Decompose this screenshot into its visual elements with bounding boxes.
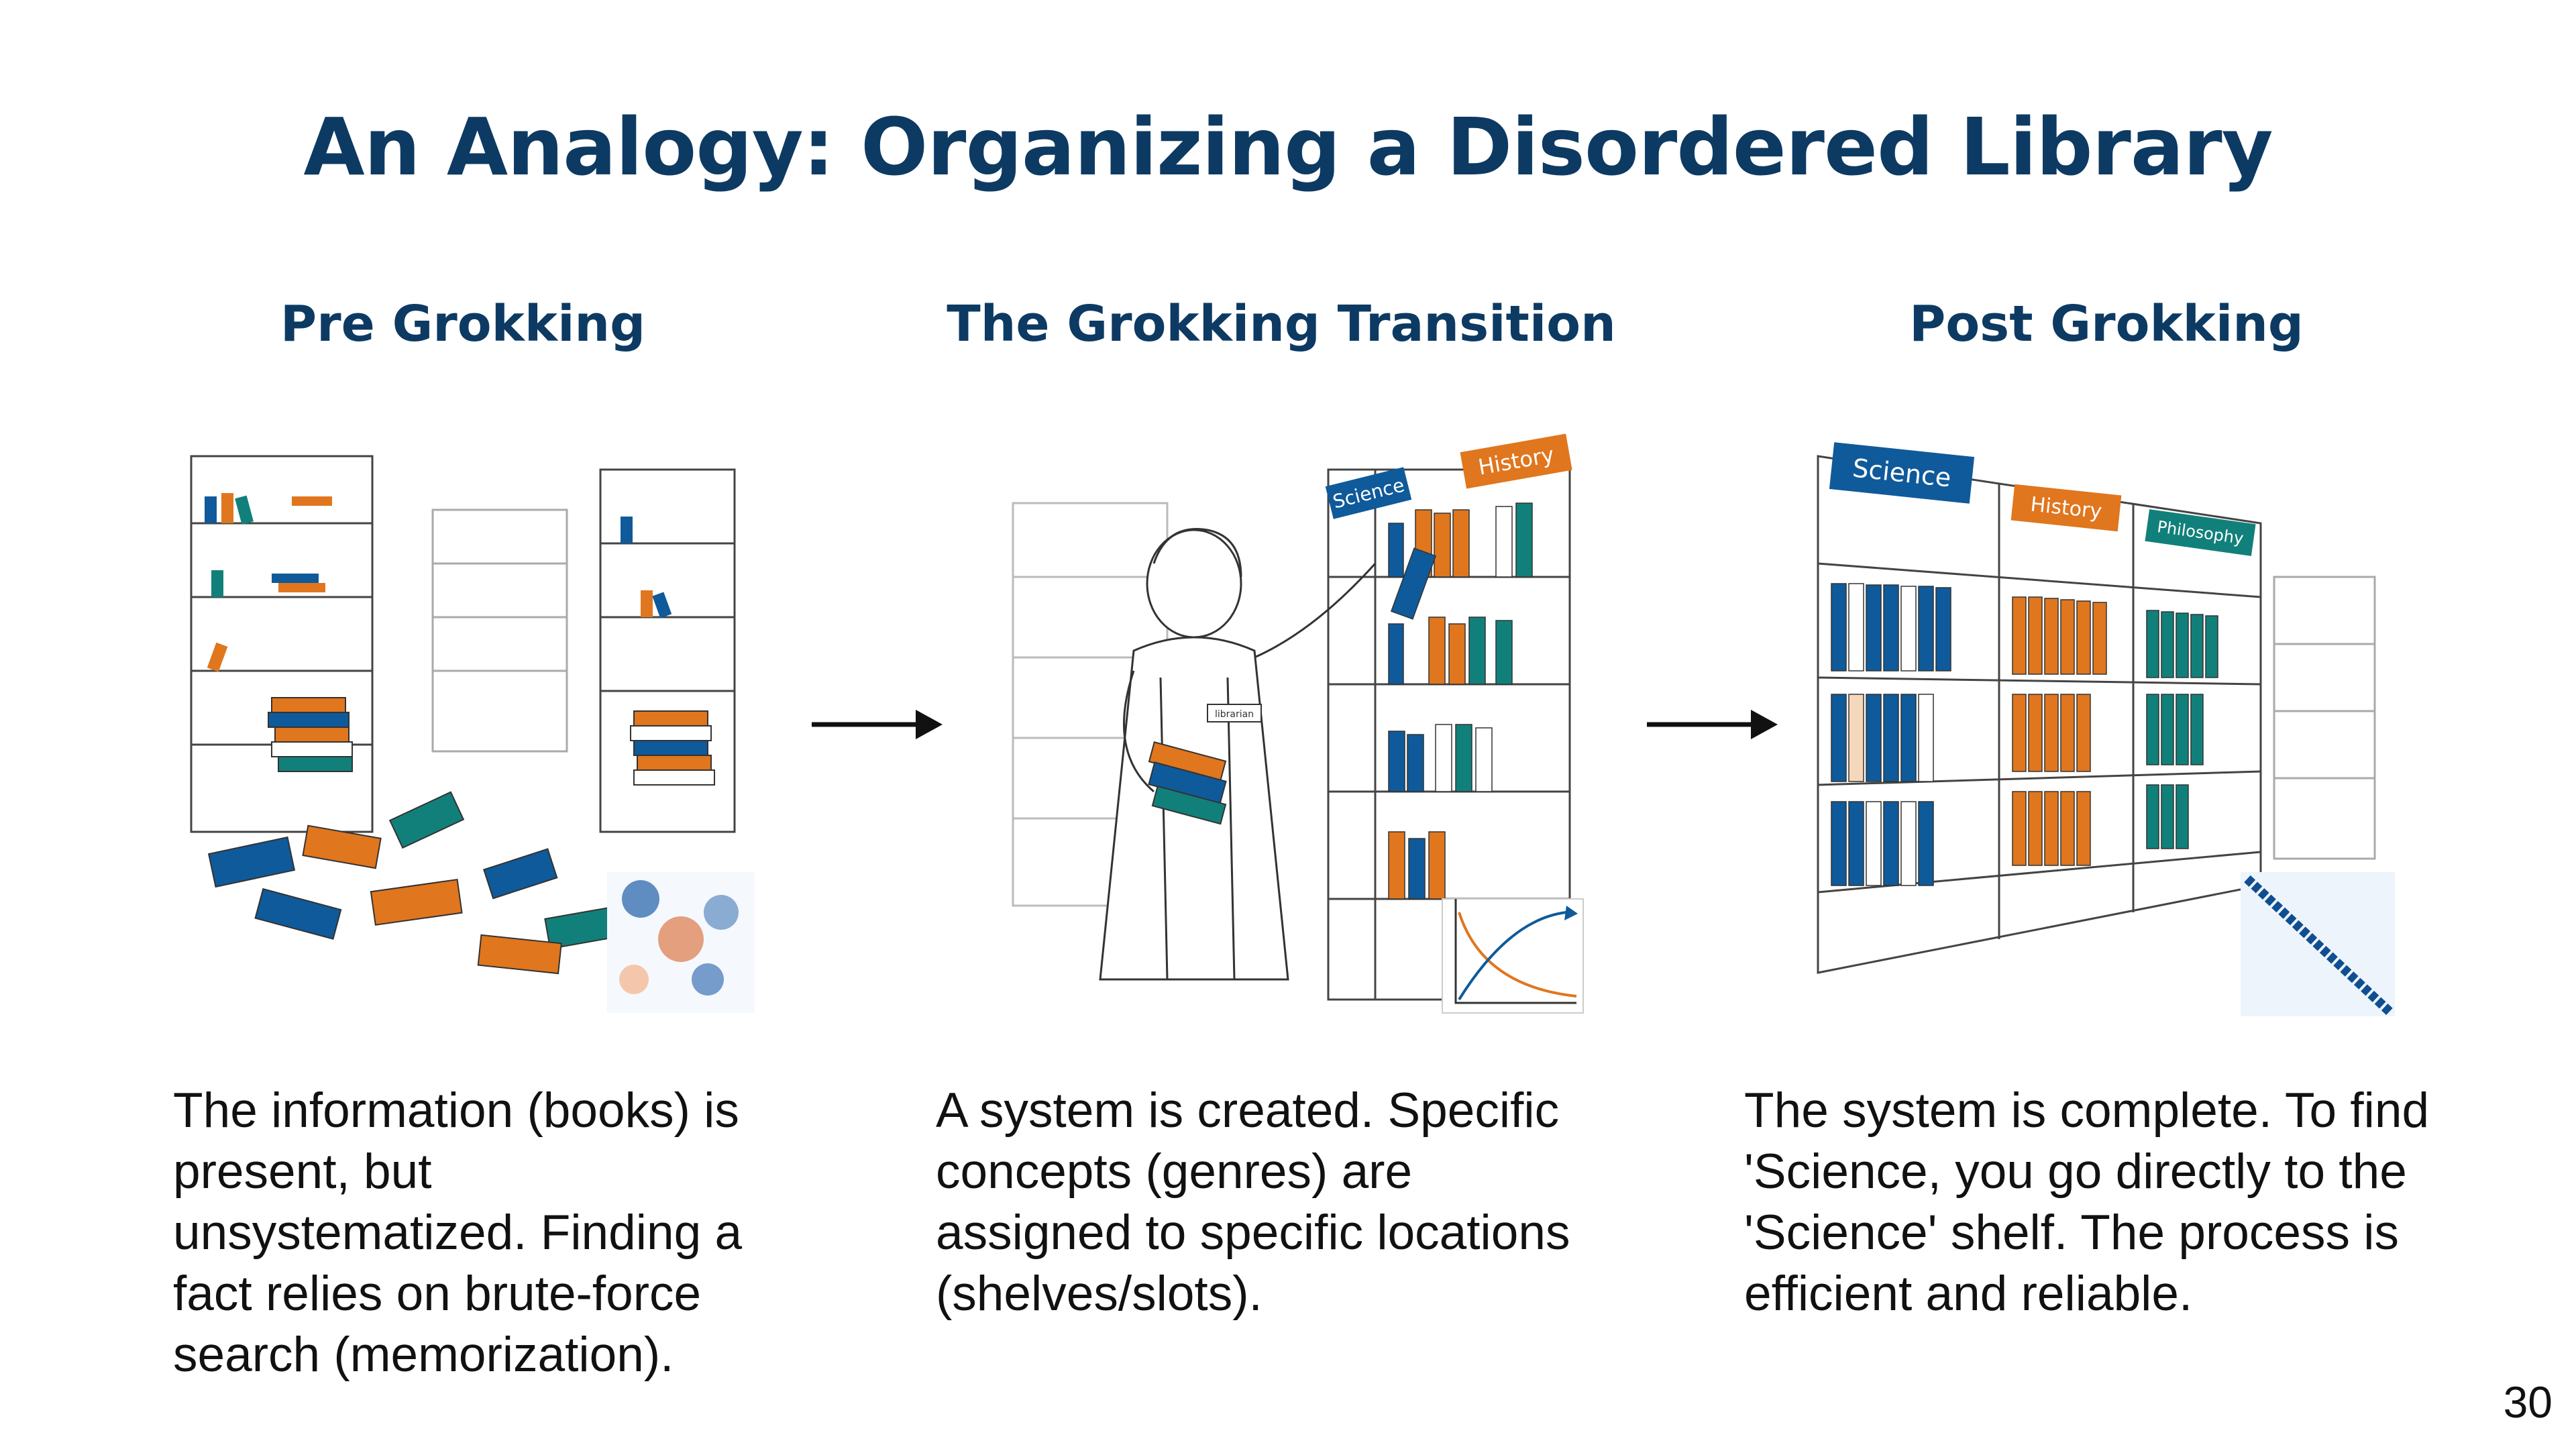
slide-title: An Analogy: Organizing a Disordered Libr… [303,101,2273,193]
arrow-icon [805,698,946,751]
description-pre-grokking: The information (books) is present, but … [173,1083,743,1382]
disordered-library-illustration [171,429,761,1020]
librarian-badge: librarian [1215,709,1254,720]
description-grokking-transition: A system is created. Specific concepts (… [936,1083,1570,1321]
column-heading-grokking-transition: The Grokking Transition [947,295,1616,353]
grokking-transition-illustration: Science History [1000,429,1590,1020]
page-number: 30 [2503,1377,2553,1427]
arrow-icon [1640,698,1781,751]
description-post-grokking: The system is complete. To find 'Science… [1744,1083,2430,1321]
column-heading-pre-grokking: Pre Grokking [280,295,646,353]
column-heading-post-grokking: Post Grokking [1909,295,2304,353]
organized-library-illustration: Science History Philosophy [1811,429,2402,1020]
